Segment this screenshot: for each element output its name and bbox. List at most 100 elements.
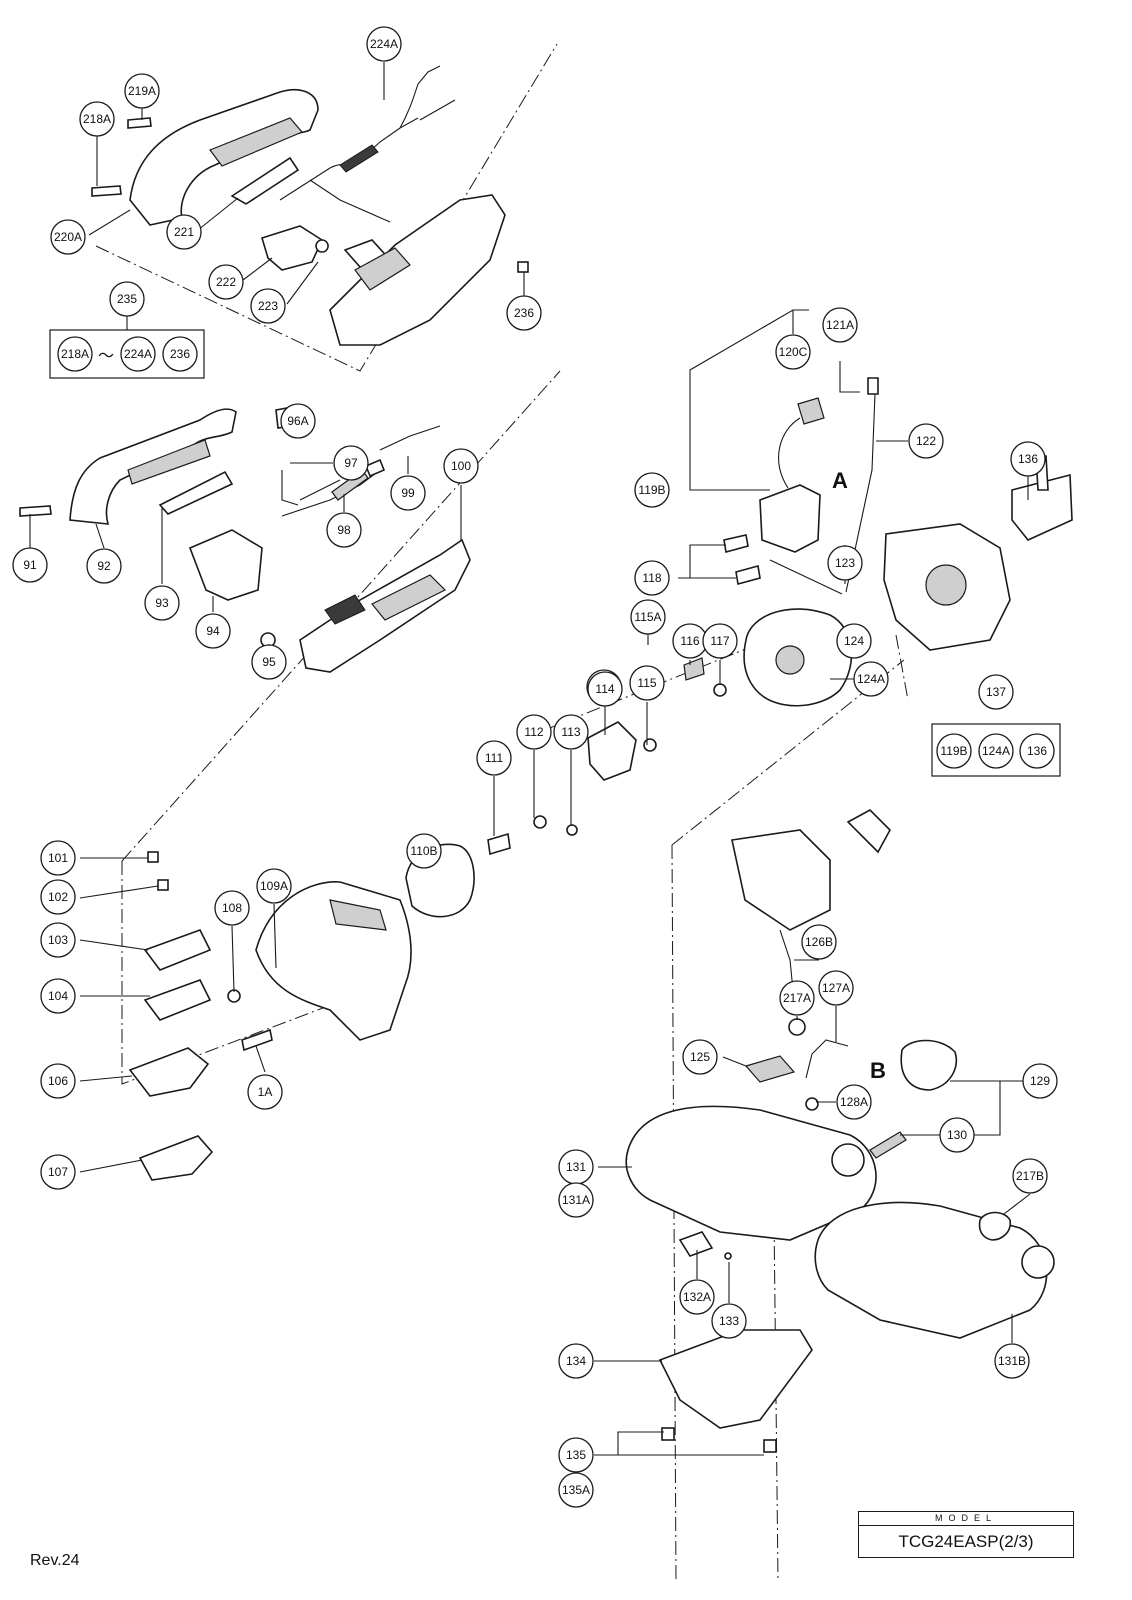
callout-label: 116	[680, 634, 699, 648]
callout-bubble	[630, 599, 666, 635]
callout-bubble	[908, 423, 944, 459]
callout-bubble	[836, 1084, 872, 1120]
revision-label: Rev.24	[30, 1552, 80, 1569]
callout-label: 223	[258, 299, 278, 313]
callout-bubble	[256, 868, 292, 904]
callout-bubble	[1022, 1063, 1058, 1099]
callout-label: 102	[48, 890, 68, 904]
callout-label: 92	[97, 559, 111, 573]
callout-bubble	[682, 1039, 718, 1075]
kit-137-item-label: 119B	[940, 744, 967, 758]
callout-bubble	[50, 219, 86, 255]
model-value: TCG24EASP(2/3)	[898, 1532, 1034, 1551]
callout-label: 121A	[826, 318, 854, 332]
leader-lines	[29, 62, 1031, 1456]
engine-group	[405, 377, 1073, 918]
kit-235-extra-bubble	[162, 336, 198, 372]
callout-bubble	[476, 740, 512, 776]
reference-letter-a: A	[832, 468, 848, 493]
model-heading: MODEL	[859, 1512, 1073, 1526]
callout-bubble	[558, 1343, 594, 1379]
callout-label: 235	[117, 292, 137, 306]
callout-label: 93	[155, 596, 169, 610]
callout-label: 219A	[128, 84, 156, 98]
model-box: MODEL TCG24EASP(2/3)	[858, 1511, 1074, 1558]
callout-bubble	[109, 281, 145, 317]
callout-label: 130	[947, 1128, 967, 1142]
callout-label: 136	[1018, 452, 1038, 466]
callout-label: 236	[514, 306, 534, 320]
callout-bubble	[978, 674, 1014, 710]
callout-bubble	[280, 403, 316, 439]
callout-bubble	[779, 980, 815, 1016]
callout-bubble	[702, 623, 738, 659]
callout-label: 217B	[1016, 1169, 1044, 1183]
callout-bubble	[853, 661, 889, 697]
callout-label: 126B	[805, 935, 833, 949]
callout-bubble	[366, 26, 402, 62]
callout-label: 104	[48, 989, 68, 1003]
callout-label: 111	[485, 751, 504, 765]
callout-label: 137	[986, 685, 1006, 699]
callout-label: 112	[524, 725, 543, 739]
kit-235-extra-label: 236	[170, 347, 190, 361]
callout-bubble	[587, 671, 623, 707]
callout-bubble	[836, 623, 872, 659]
callout-label: 115A	[634, 610, 661, 624]
callout-bubble	[40, 840, 76, 876]
callout-label: 124	[844, 634, 864, 648]
callout-bubble	[1010, 441, 1046, 477]
callout-label: 118	[642, 571, 661, 585]
fuel-tank-group	[625, 809, 1055, 1453]
kit-137-item-bubble	[978, 733, 1014, 769]
kit-235-tilde: 〜	[98, 348, 114, 365]
callout-label: 131B	[998, 1354, 1026, 1368]
kit-235-to-label: 224A	[124, 347, 152, 361]
callout-label: 123	[835, 556, 855, 570]
callout-label: 97	[344, 456, 358, 470]
callout-label: 94	[206, 624, 220, 638]
callout-label: 114	[595, 682, 614, 696]
handle-assembly-top	[91, 65, 529, 346]
callout-bubble	[326, 512, 362, 548]
callout-label: 221	[174, 225, 194, 239]
handle-assembly-middle	[19, 405, 471, 673]
callout-bubble	[247, 1074, 283, 1110]
callout-bubble	[553, 714, 589, 750]
callout-label: 99	[401, 486, 415, 500]
callout-label: 222	[216, 275, 236, 289]
callout-label: 125	[690, 1050, 710, 1064]
callout-bubble	[250, 288, 286, 324]
callout-label: 109A	[260, 879, 288, 893]
callout-bubble	[40, 922, 76, 958]
callout-label: 131A	[562, 1193, 590, 1207]
callout-label: 127A	[822, 981, 850, 995]
callout-bubble	[144, 585, 180, 621]
kit-235-from-bubble	[57, 336, 93, 372]
callout-label: 110B	[410, 844, 437, 858]
callout-label: 128A	[840, 1095, 868, 1109]
kit-box-137	[931, 723, 1061, 777]
callout-label: 129	[1030, 1074, 1050, 1088]
reference-letter-b: B	[870, 1058, 886, 1083]
callout-bubble	[516, 714, 552, 750]
callout-label: 101	[48, 851, 68, 865]
callout-bubble	[166, 214, 202, 250]
callout-bubble	[822, 307, 858, 343]
callout-label: 119B	[638, 483, 665, 497]
callout-bubble	[994, 1343, 1030, 1379]
callout-label: 220A	[54, 230, 82, 244]
callout-label: 106	[48, 1074, 68, 1088]
callout-bubble	[124, 73, 160, 109]
callout-bubble	[827, 545, 863, 581]
callout-label: 100	[451, 459, 471, 473]
callout-bubble	[40, 1154, 76, 1190]
callout-bubble	[443, 448, 479, 484]
callout-bubble	[634, 472, 670, 508]
callout-label: 120C	[779, 345, 808, 359]
callout-bubble	[629, 665, 665, 701]
callout-bubble	[40, 978, 76, 1014]
kit-235-to-bubble	[120, 336, 156, 372]
callout-bubble	[208, 264, 244, 300]
